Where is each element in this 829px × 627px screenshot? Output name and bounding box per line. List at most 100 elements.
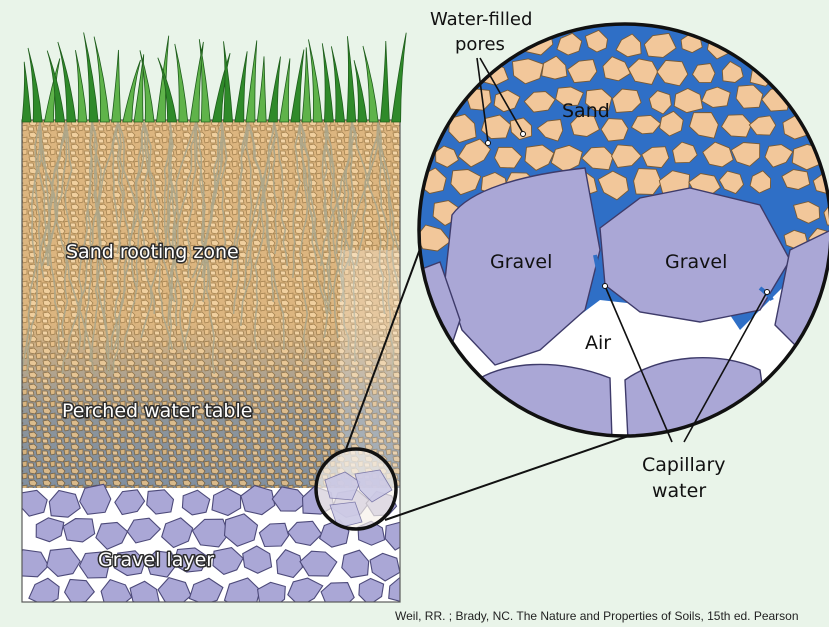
source-credit: Weil, RR. ; Brady, NC. The Nature and Pr… <box>395 609 799 623</box>
gravel-stone <box>63 578 96 602</box>
grass-blade <box>198 39 211 123</box>
sand-grain <box>792 85 824 114</box>
sand-grain <box>602 56 631 82</box>
gravel-stone <box>384 521 400 551</box>
sand-grain <box>702 141 734 168</box>
gravel-stone <box>78 551 110 579</box>
grass-blade <box>93 36 110 123</box>
soil-profile <box>22 120 400 602</box>
gravel-stone <box>114 489 146 516</box>
sand-grain <box>597 170 629 201</box>
gravel-stone <box>181 489 211 516</box>
perched-water-area <box>22 120 400 490</box>
grass-blade <box>157 57 178 123</box>
label-capillary-water-2: water <box>652 480 706 502</box>
gravel-stone <box>240 484 276 516</box>
sand-grain <box>701 86 731 108</box>
label-gravel-left: Gravel <box>490 251 552 273</box>
gravel-stone <box>22 489 48 517</box>
sand-grain <box>611 88 642 113</box>
gravel-stone <box>126 517 162 544</box>
sand-grain <box>809 113 829 142</box>
gravel-stone <box>172 547 209 573</box>
sand-grain <box>419 62 451 86</box>
gravel-stone-bottom-right <box>624 357 771 436</box>
gravel-stone <box>299 550 338 577</box>
label-pointer-lines <box>476 57 768 443</box>
sand-grain <box>730 142 761 167</box>
gravel-stone <box>129 580 160 602</box>
grass-blade <box>362 45 379 123</box>
capillary-water-film <box>593 254 605 287</box>
sand-grain <box>764 33 793 57</box>
label-gravel-layer: Gravel layer <box>98 549 214 571</box>
gravel-stone <box>79 483 112 515</box>
grass-blade <box>27 47 43 123</box>
grass-blade <box>155 35 170 123</box>
grass-blade <box>139 50 155 123</box>
gravel-stone <box>287 520 323 546</box>
gravel-stone-left <box>444 167 601 366</box>
grass-blade <box>391 32 407 123</box>
gravel-stone <box>320 582 355 602</box>
label-air: Air <box>585 332 611 354</box>
grass-blade <box>245 40 258 123</box>
sand-grain <box>457 138 492 168</box>
grass-blade <box>279 58 291 123</box>
grass-blade <box>223 41 234 123</box>
sand-grain <box>781 58 812 85</box>
gravel-stone-bottom-left <box>469 363 613 436</box>
gravel-stone <box>358 577 385 602</box>
grass-blade <box>133 54 145 123</box>
gravel-stone <box>146 489 175 515</box>
label-gravel-right: Gravel <box>665 251 727 273</box>
sand-grain <box>567 59 598 84</box>
gravel-stone <box>369 552 400 582</box>
sand-grain <box>447 60 476 89</box>
label-water-filled-pores-1: Water-filled <box>430 9 532 30</box>
gravel-stone-right <box>599 187 791 323</box>
grass-blade <box>57 41 77 123</box>
sand-grain <box>448 113 477 144</box>
gravel-stone <box>188 577 224 602</box>
sand-grain <box>555 86 584 107</box>
sand-grain <box>610 144 642 168</box>
sand-grain <box>691 63 716 84</box>
sand-grain <box>823 201 829 226</box>
grass-blade <box>189 41 204 123</box>
gravel-stone <box>341 549 370 579</box>
label-sand: Sand <box>562 100 610 122</box>
gravel-stone <box>287 577 324 602</box>
grass-blade <box>256 56 267 123</box>
sand-grain <box>536 119 564 142</box>
gravel-stone <box>242 545 273 574</box>
grass-blade <box>321 43 334 123</box>
sand-grain <box>673 88 704 114</box>
gravel-stone <box>157 576 192 602</box>
label-sand-rooting-zone: Sand rooting zone <box>66 241 239 263</box>
grass-blade <box>267 56 281 123</box>
sand-grain <box>659 110 684 137</box>
sand-grain <box>627 58 659 86</box>
sand-grain <box>731 29 762 56</box>
grass-blade <box>122 59 141 123</box>
grass-blade <box>174 43 189 123</box>
label-capillary-water-1: Capillary <box>642 454 726 476</box>
sand-grain <box>643 32 677 58</box>
grass-blade <box>330 46 346 123</box>
gravel-stone <box>22 549 50 578</box>
soil-profile-frame <box>21 119 401 603</box>
grass-blade <box>43 58 61 123</box>
sand-grain <box>541 55 568 80</box>
gravel-stone <box>211 487 242 517</box>
sand-grain <box>812 60 829 84</box>
sand-grain <box>450 169 482 196</box>
sand-grain <box>824 83 829 107</box>
sand-grain <box>523 91 556 113</box>
gravel-stone <box>48 489 81 518</box>
sand-grain <box>550 144 583 173</box>
sand-grain <box>585 88 613 111</box>
sand-grain <box>648 90 672 115</box>
grass-blades <box>21 32 407 123</box>
gravel-stone <box>258 522 290 548</box>
